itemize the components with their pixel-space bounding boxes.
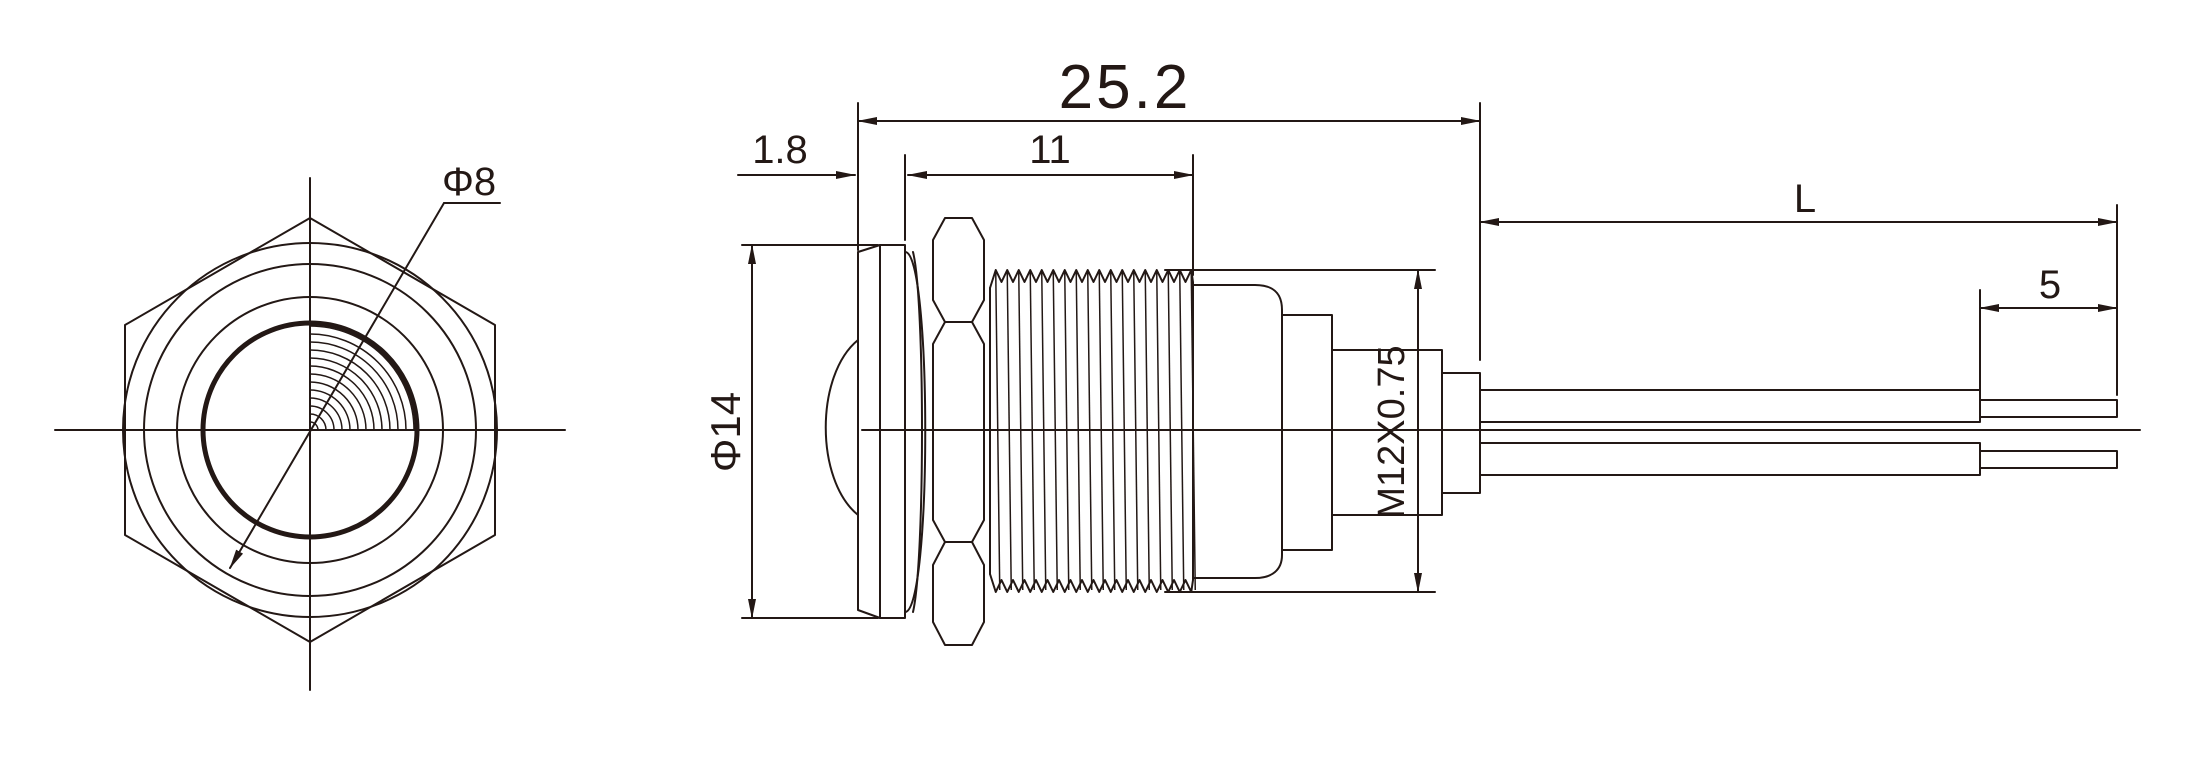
outer-diameter-label: Φ14: [702, 392, 749, 472]
thread-crest-bottom: [989, 569, 1194, 593]
lead-wire-bottom: [1479, 442, 1981, 476]
hex-nut-outline: [124, 217, 496, 643]
side-view: 25.2 1.8 11 L 5 Φ14 M12X0.75: [702, 53, 2141, 646]
bezel-outer-circle: [143, 263, 477, 597]
nut-circle: [122, 242, 498, 618]
lens-hatch: [309, 325, 415, 431]
lens-hatch-arc: [309, 325, 415, 431]
thread-crest-top: [989, 269, 1194, 293]
rear-cap: [1281, 314, 1333, 551]
front-view: Φ8: [54, 160, 566, 691]
thread-line: [1144, 271, 1150, 591]
thread-line: [1167, 271, 1173, 591]
lens-diameter-leader: [229, 202, 445, 569]
lens-hatch-arc: [309, 397, 343, 431]
strip-length-label: 5: [2039, 263, 2061, 307]
terminal-block: [1441, 372, 1481, 494]
bezel-flange: [857, 244, 906, 619]
thread-length-label: 11: [1029, 128, 1071, 172]
lens-diameter-label: Φ8: [442, 160, 496, 204]
thread-line: [1098, 271, 1104, 591]
thread-line: [1018, 271, 1024, 591]
thread-line: [1041, 271, 1047, 591]
lead-tip-top: [1979, 399, 2118, 418]
thread-line: [1133, 271, 1139, 591]
thread-line: [995, 271, 1001, 591]
thread-line: [1121, 271, 1127, 591]
thread-lines: [989, 271, 1196, 591]
thread-line: [1052, 271, 1058, 591]
thread-line: [1029, 271, 1035, 591]
lens-hatch-arc: [309, 341, 399, 431]
lens-hatch-arc: [309, 333, 407, 431]
lens-hatch-arc: [309, 373, 367, 431]
lead-length-label: L: [1794, 177, 1816, 221]
lens-circle: [200, 320, 420, 540]
lens-hatch-arc: [309, 349, 391, 431]
thread-line: [1075, 271, 1081, 591]
thread-body: [989, 269, 1196, 593]
lens-hatch-arc: [309, 413, 327, 431]
o-ring-inner: [912, 251, 923, 613]
lens-hatch-arc: [309, 357, 383, 431]
bezel-inner-circle: [176, 296, 444, 564]
lead-wire-top: [1479, 389, 1981, 423]
o-ring: [904, 250, 927, 613]
lens-hatch-arc: [309, 405, 335, 431]
lens-hatch-arc: [309, 365, 375, 431]
overall-length-label: 25.2: [1059, 53, 1192, 122]
rear-housing: [1192, 284, 1283, 579]
thread-line: [1110, 271, 1116, 591]
thread-line: [1156, 271, 1162, 591]
thread-line: [1006, 271, 1012, 591]
dome-lens: [824, 339, 859, 516]
lens-hatch-arc: [309, 421, 319, 431]
thread-spec-label: M12X0.75: [1371, 345, 1413, 518]
bezel-depth-label: 1.8: [752, 128, 808, 172]
lead-tip-bottom: [1979, 450, 2118, 469]
thread-line: [1179, 271, 1185, 591]
thread-line: [1064, 271, 1070, 591]
lens-hatch-arc: [309, 381, 359, 431]
hex-nut-side: [932, 217, 985, 646]
thread-line: [1087, 271, 1093, 591]
lens-hatch-arc: [309, 389, 351, 431]
